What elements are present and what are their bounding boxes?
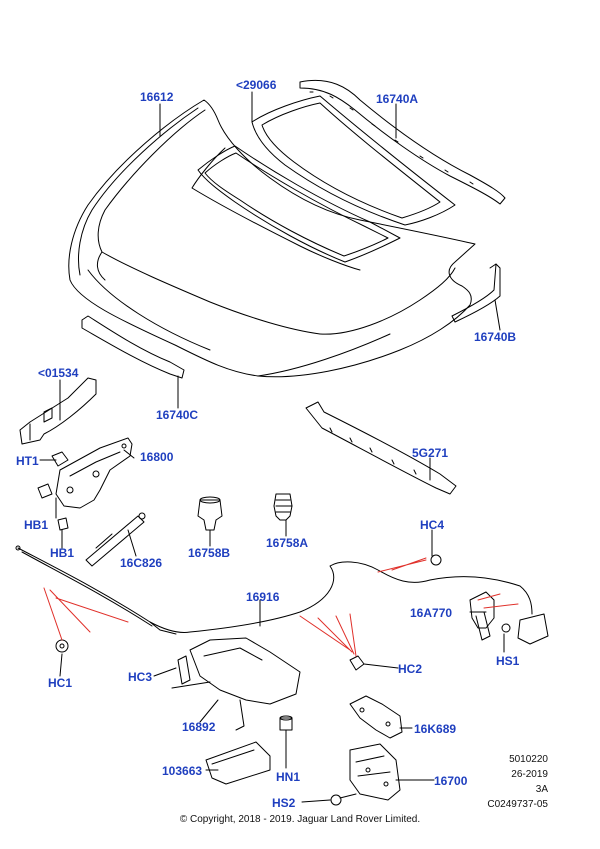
label-16740a: 16740A — [376, 92, 419, 106]
label-hn1: HN1 — [276, 770, 301, 784]
label-hc4: HC4 — [420, 518, 445, 532]
label-16c826: 16C826 — [120, 556, 163, 570]
clip-hc1 — [55, 639, 69, 653]
label-16758b: 16758B — [188, 546, 231, 560]
clip-hc4 — [430, 554, 442, 566]
hood-insulator — [197, 95, 456, 263]
hinge-16800 — [37, 437, 133, 531]
highlight-lines — [43, 557, 519, 657]
release-handle — [171, 637, 301, 731]
label-16700: 16700 — [434, 774, 468, 788]
drawing-number: 5010220 — [509, 754, 548, 765]
seal-16740c — [81, 315, 185, 379]
label-hs2: HS2 — [272, 796, 296, 810]
label-hc1: HC1 — [48, 676, 73, 690]
label-01534: <01534 — [38, 366, 79, 380]
label-hs1: HS1 — [496, 654, 520, 668]
nut-hn1 — [279, 715, 293, 731]
label-hc2: HC2 — [398, 662, 423, 676]
bracket-01534 — [19, 377, 97, 445]
leader-lines — [39, 91, 505, 803]
label-16740b: 16740B — [474, 330, 517, 344]
bracket-103663 — [205, 741, 271, 785]
seal-16740a — [299, 79, 506, 205]
label-5g271: 5G271 — [412, 446, 449, 460]
label-103663: 103663 — [162, 764, 203, 778]
label-16758a: 16758A — [266, 536, 309, 550]
label-16740c: 16740C — [156, 408, 199, 422]
hood-panel — [68, 99, 476, 378]
label-16612: 16612 — [140, 90, 174, 104]
support-rod-5g271 — [305, 401, 457, 495]
latch-16k689 — [349, 695, 403, 739]
latch-connector — [501, 613, 549, 645]
label-16a770: 16A770 — [410, 606, 453, 620]
drawing-reference: C0249737-05 — [487, 799, 548, 810]
drawing-revision: 3A — [535, 784, 548, 795]
label-16800: 16800 — [140, 450, 174, 464]
label-hc3: HC3 — [128, 670, 153, 684]
label-hb1-top: HB1 — [24, 518, 49, 532]
screw-hs2 — [330, 793, 357, 806]
release-cable — [15, 545, 533, 635]
clip-hc2 — [349, 655, 365, 671]
label-16892: 16892 — [182, 720, 216, 734]
label-16916: 16916 — [246, 590, 280, 604]
bump-stop-16758a — [273, 493, 293, 521]
copyright-notice: © Copyright, 2018 - 2019. Jaguar Land Ro… — [179, 814, 421, 825]
label-29066: <29066 — [236, 78, 277, 92]
label-hb1-bottom: HB1 — [50, 546, 75, 560]
seal-16740b — [451, 263, 501, 323]
gas-strut — [85, 512, 146, 567]
label-ht1: HT1 — [16, 454, 39, 468]
label-16k689: 16K689 — [414, 722, 457, 736]
drawing-date: 26-2019 — [511, 769, 548, 780]
bump-stop-16758b — [197, 496, 223, 531]
switch-16a770 — [469, 591, 495, 641]
latch-16700 — [349, 743, 401, 801]
